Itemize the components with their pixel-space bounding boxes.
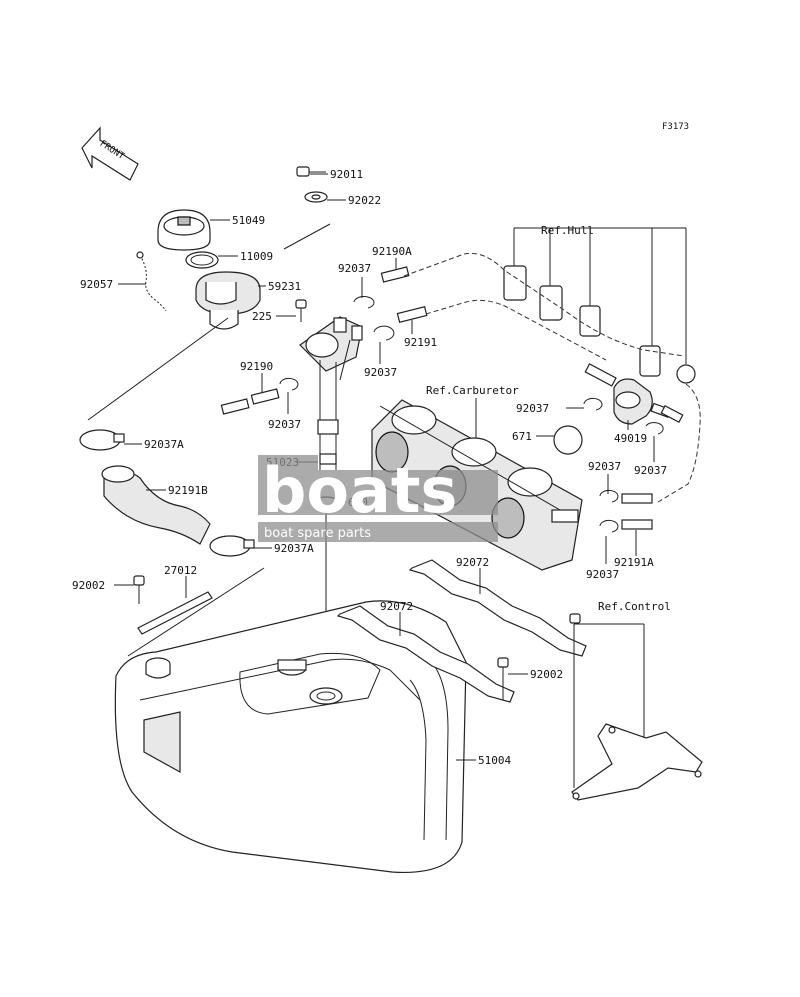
label-92037-g: 92037 (586, 568, 619, 581)
label-92072-1: 92072 (456, 556, 489, 569)
front-arrow-icon: FRONT (81, 126, 139, 181)
fuel-filter-49019 (613, 378, 672, 425)
strap-92072-2 (336, 605, 515, 703)
label-51004: 51004 (478, 754, 511, 767)
ref-carburetor-label: Ref.Carburetor (426, 384, 519, 397)
label-225: 225 (252, 310, 272, 323)
hull-lines (513, 227, 687, 364)
label-92002-2: 92002 (530, 668, 563, 681)
label-92190A: 92190A (372, 245, 412, 258)
figure-number: F3173 (662, 122, 689, 132)
label-92072-2: 92072 (380, 600, 413, 613)
label-92037-b: 92037 (364, 366, 397, 379)
label-92037-a: 92037 (338, 262, 371, 275)
watermark: boats boat spare parts (258, 454, 498, 542)
hose-92191B (101, 465, 211, 545)
bolt-225 (295, 299, 307, 322)
hose-92190A (380, 266, 410, 283)
clip-92037-f (599, 489, 619, 503)
control-bracket (571, 723, 703, 801)
label-92190: 92190 (240, 360, 273, 373)
clip-92037-g (599, 519, 619, 533)
label-59231: 59231 (268, 280, 301, 293)
label-92057: 92057 (80, 278, 113, 291)
fuel-valve-51023 (299, 316, 363, 470)
hull-clips (503, 265, 696, 384)
label-671: 671 (512, 430, 532, 443)
label-51049: 51049 (232, 214, 265, 227)
label-92037-f: 92037 (588, 460, 621, 473)
label-92037-d: 92037 (516, 402, 549, 415)
label-92011: 92011 (330, 168, 363, 181)
ref-control-label: Ref.Control (598, 600, 671, 613)
washer-92022 (304, 191, 328, 203)
clip-92037-e (645, 422, 664, 435)
clip-92037-d (583, 397, 603, 411)
fuel-tank-51004 (114, 600, 467, 874)
oring-671 (553, 425, 583, 455)
filler-neck-59231 (195, 271, 261, 330)
bolt-92011 (296, 166, 326, 177)
ref-hull-label: Ref.Hull (541, 224, 594, 237)
label-27012: 27012 (164, 564, 197, 577)
clamp-92037A-2 (209, 535, 255, 557)
label-11009: 11009 (240, 250, 273, 263)
label-92037-e: 92037 (634, 464, 667, 477)
oring-11009 (185, 251, 219, 269)
watermark-tagline: boat spare parts (264, 526, 371, 541)
label-92037A-1: 92037A (144, 438, 184, 451)
strap-92057 (136, 251, 167, 312)
strap-92072-1 (408, 559, 587, 657)
clip-92037-b (373, 325, 395, 341)
hose-92191 (396, 306, 428, 323)
label-92191: 92191 (404, 336, 437, 349)
label-92037-c: 92037 (268, 418, 301, 431)
label-92191B: 92191B (168, 484, 208, 497)
bolt-control (569, 613, 581, 624)
label-92002-1: 92002 (72, 579, 105, 592)
watermark-logo: boats (262, 454, 457, 527)
clip-92037-c (279, 377, 299, 391)
bolt-92002-1 (133, 575, 145, 604)
hose-short (584, 363, 617, 387)
hoses-92191A (621, 493, 653, 530)
hose-92190 (220, 388, 280, 415)
clamp-92037A-1 (79, 429, 125, 451)
label-49019: 49019 (614, 432, 647, 445)
fuel-cap-51049 (157, 209, 211, 251)
bolt-92002-2 (497, 657, 509, 700)
label-92022: 92022 (348, 194, 381, 207)
strap-27012 (137, 591, 213, 635)
clip-92037-a (353, 296, 375, 309)
label-92191A: 92191A (614, 556, 654, 569)
label-92037A-2: 92037A (274, 542, 314, 555)
